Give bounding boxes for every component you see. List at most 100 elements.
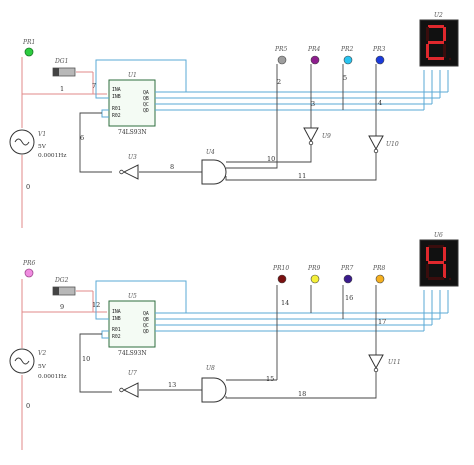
circuit-2: 9 12 PR6 DG2 V2 5V 0.0001Hz 0 U5 74LS93N…: [9, 232, 459, 450]
net-11-wire[interactable]: [225, 153, 377, 181]
pin-ina: INA: [112, 87, 121, 93]
probe-lamp[interactable]: [343, 274, 353, 284]
probe-pr9[interactable]: PR9: [307, 265, 321, 284]
probe-label: PR3: [372, 46, 386, 53]
inverter-u10[interactable]: [368, 135, 384, 151]
counter-chip[interactable]: [108, 300, 156, 348]
reset-link-wire[interactable]: [101, 330, 109, 339]
pin-qa: QA: [143, 90, 149, 96]
counter-chip[interactable]: [108, 79, 156, 127]
input-probe[interactable]: [24, 47, 34, 57]
segment-e: [426, 264, 429, 278]
probe-pr10[interactable]: PR10: [272, 265, 289, 284]
pin-qa: QA: [143, 311, 149, 317]
probe-label: PR7: [340, 265, 354, 272]
probe-pr2[interactable]: PR2: [340, 46, 354, 65]
source-name: V2: [38, 350, 46, 357]
net-10-wire[interactable]: [79, 333, 112, 393]
seven-segment-display[interactable]: U2: [419, 12, 459, 67]
probe-label: PR4: [307, 46, 321, 53]
switch-knob[interactable]: [53, 287, 59, 295]
probe-lamp[interactable]: [375, 55, 385, 65]
switch-knob[interactable]: [53, 68, 59, 76]
net-label-14: 14: [281, 299, 289, 307]
net-label-11: 11: [298, 172, 306, 180]
pin-qd: QD: [143, 329, 149, 335]
ground-label: 0: [26, 402, 30, 410]
probe-label: PR10: [272, 265, 289, 272]
and-gate[interactable]: [201, 377, 227, 403]
inverter-u9[interactable]: [303, 127, 319, 143]
segment-g: [428, 41, 444, 44]
probe-pr5[interactable]: PR5: [274, 46, 288, 65]
probe-label: PR2: [340, 46, 354, 53]
pin-qb: QB: [143, 317, 149, 323]
net-label-16: 16: [345, 294, 353, 302]
net-label-8: 8: [170, 163, 174, 171]
pin-qc: QC: [143, 323, 149, 329]
source-name: V1: [38, 131, 46, 138]
probe-pr3[interactable]: PR3: [372, 46, 386, 65]
inverter-label: U7: [128, 370, 137, 377]
net-label-13: 13: [168, 381, 176, 389]
gate-input-wire[interactable]: [226, 160, 278, 169]
input-probe[interactable]: [24, 268, 34, 278]
segment-c: [443, 44, 446, 58]
inverter-u3[interactable]: [122, 164, 139, 180]
probe-label: PR9: [307, 265, 321, 272]
seven-segment-display[interactable]: U6: [419, 232, 459, 287]
and-gate[interactable]: [201, 159, 227, 185]
segment-b: [443, 247, 446, 261]
inverter-u7[interactable]: [122, 382, 139, 398]
reset-link-wire[interactable]: [101, 109, 109, 118]
probe-lamp[interactable]: [277, 55, 287, 65]
inverter-u11[interactable]: [368, 354, 384, 370]
segment-f: [426, 27, 429, 41]
segment-a: [428, 245, 444, 248]
display-label: U2: [434, 12, 443, 19]
probe-lamp[interactable]: [343, 55, 353, 65]
pin-qc: QC: [143, 102, 149, 108]
input-probe-label: PR6: [22, 260, 36, 267]
probe-pr7[interactable]: PR7: [340, 265, 354, 284]
segment-dp: [448, 277, 452, 281]
probe-pr8[interactable]: PR8: [372, 265, 386, 284]
net-label-6: 6: [80, 134, 84, 142]
net-18-wire[interactable]: [225, 372, 377, 399]
probe-lamp[interactable]: [310, 274, 320, 284]
probe-label: PR8: [372, 265, 386, 272]
pin-r02: R02: [112, 113, 121, 119]
segment-g: [428, 261, 444, 264]
pin-r01: R01: [112, 106, 121, 112]
probe-pr4[interactable]: PR4: [307, 46, 321, 65]
counter-name: U5: [128, 293, 137, 300]
segment-d: [428, 57, 444, 60]
counter-part-number: 74LS93N: [118, 129, 147, 136]
and-gate-label: U8: [206, 365, 215, 372]
segment-b: [443, 27, 446, 41]
counter-part-number: 74LS93N: [118, 350, 147, 357]
probe-lamp[interactable]: [310, 55, 320, 65]
net-6-wire[interactable]: [79, 112, 112, 173]
inverter-label: U10: [386, 141, 399, 148]
source-frequency: 0.0001Hz: [38, 374, 66, 380]
counter-name: U1: [128, 72, 137, 79]
net-label-1: 1: [60, 85, 64, 93]
net-10-wire[interactable]: [226, 145, 312, 163]
switch-label: DG2: [54, 277, 69, 284]
inverter-bubble: [373, 367, 379, 373]
source-voltage: 5V: [38, 144, 47, 150]
pin-inb: INB: [112, 316, 121, 322]
probe-lamp[interactable]: [277, 274, 287, 284]
probe-lamp[interactable]: [375, 274, 385, 284]
net-label-9: 9: [60, 303, 64, 311]
net-label-4: 4: [378, 99, 382, 107]
pin-r01: R01: [112, 327, 121, 333]
pin-qb: QB: [143, 96, 149, 102]
switch-label: DG1: [54, 58, 68, 65]
net-label-7: 7: [92, 82, 96, 90]
ground-label: 0: [26, 183, 30, 191]
inverter-label: U9: [322, 133, 331, 140]
net-label-3: 3: [311, 100, 315, 108]
